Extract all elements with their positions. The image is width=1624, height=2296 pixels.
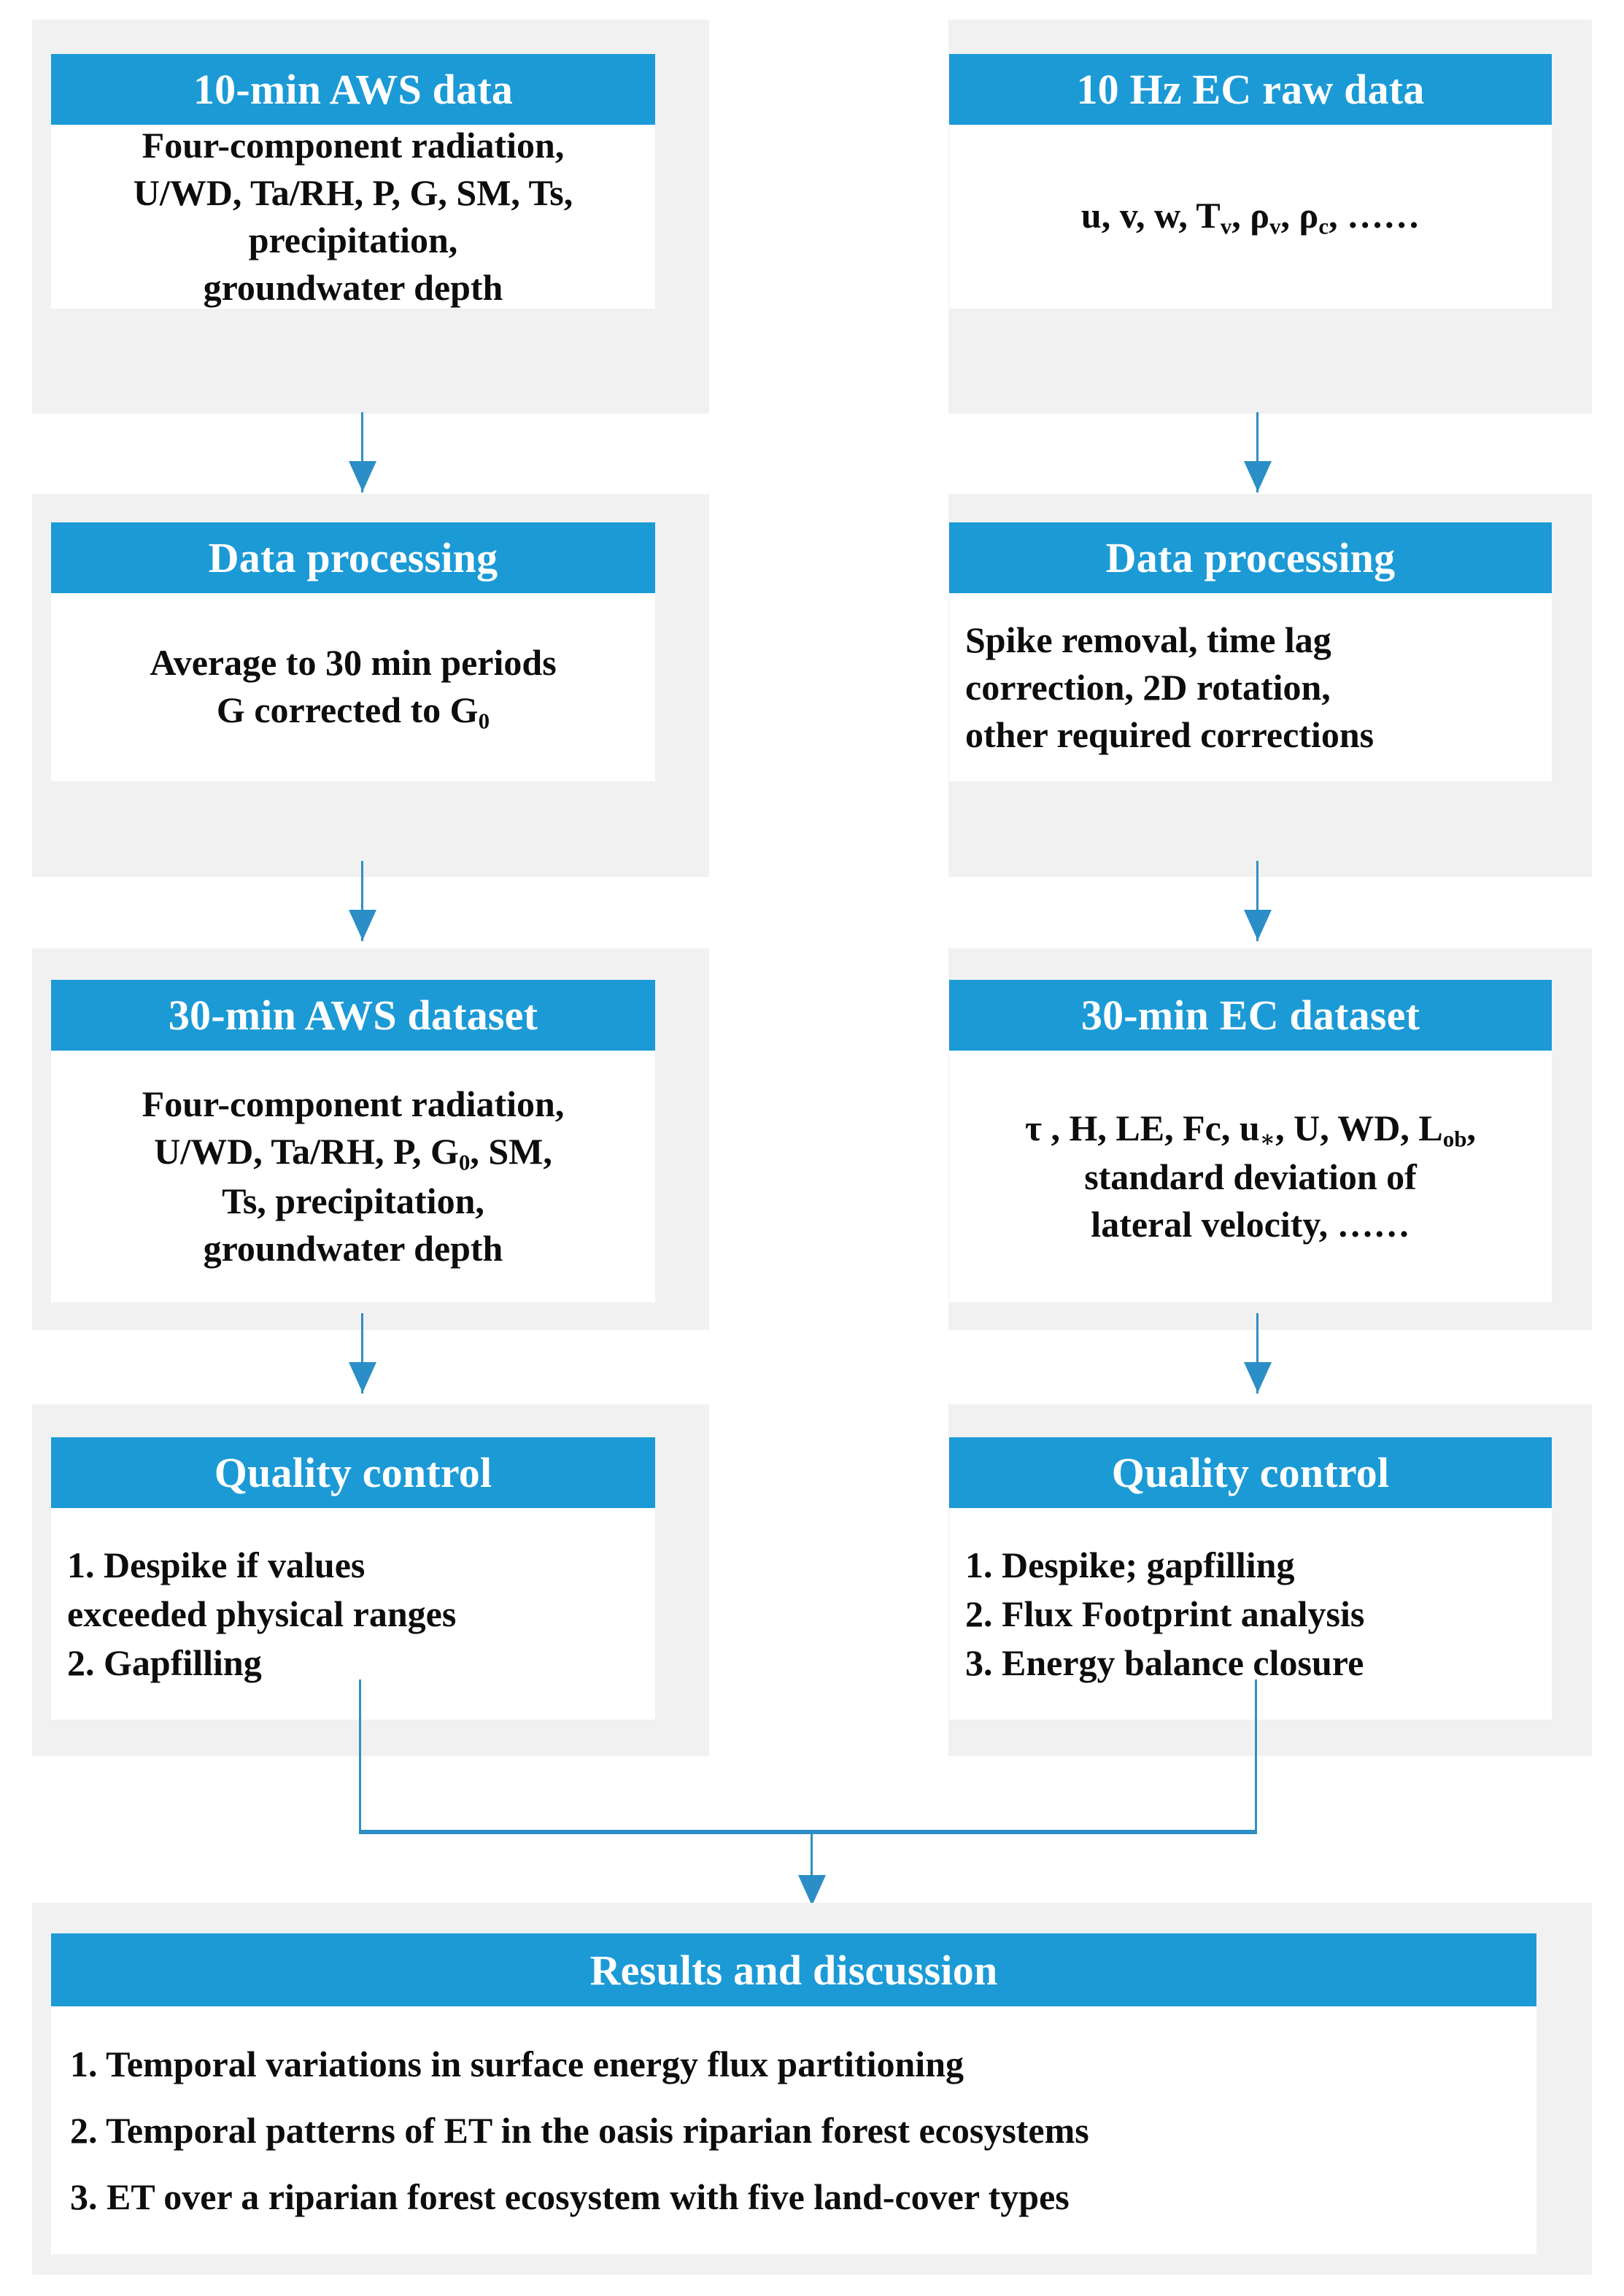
body-line: other required corrections (965, 714, 1374, 755)
arrowhead-icon (349, 1362, 376, 1393)
body-line: u, v, w, Tv, ρv, ρc, …… (1080, 195, 1420, 239)
node-ec-processing-body: Spike removal, time lag correction, 2D r… (949, 593, 1552, 781)
body-line: 1. Temporal variations in surface energy… (70, 2044, 964, 2085)
node-ec-dataset-body: τ , H, LE, Fc, u∗, U, WD, Lob, standard … (949, 1051, 1552, 1302)
arrowhead-icon (349, 910, 376, 940)
connector-ec-dataset-to-qc (1256, 1313, 1258, 1394)
node-aws-qc[interactable]: Quality control 1. Despike if values exc… (51, 1437, 655, 1720)
node-aws-dataset[interactable]: 30-min AWS dataset Four-component radiat… (51, 980, 655, 1302)
node-ec-qc-header: Quality control (949, 1437, 1552, 1508)
node-aws-raw[interactable]: 10-min AWS data Four-component radiation… (51, 54, 655, 309)
body-line: correction, 2D rotation, (965, 666, 1331, 708)
arrowhead-icon (1244, 910, 1272, 940)
body-line: lateral velocity, …… (1091, 1204, 1410, 1245)
arrowhead-icon (349, 461, 376, 492)
body-line: Ts, precipitation, (222, 1180, 484, 1221)
body-line: G corrected to G0 (216, 689, 490, 734)
node-aws-processing-header: Data processing (51, 522, 655, 593)
node-ec-raw-header: 10 Hz EC raw data (949, 54, 1552, 125)
node-ec-raw-body: u, v, w, Tv, ρv, ρc, …… (949, 125, 1552, 309)
body-line: precipitation, (248, 220, 458, 260)
body-line: U/WD, Ta/RH, P, G0, SM, (154, 1131, 552, 1175)
arrowhead-icon (798, 1875, 826, 1906)
body-line: 2. Gapfilling (67, 1642, 262, 1683)
connector-aws-processing-to-dataset (361, 861, 363, 941)
arrowhead-icon (1244, 1362, 1272, 1393)
body-line: Four-component radiation, (142, 1083, 565, 1125)
node-ec-dataset-header: 30-min EC dataset (949, 980, 1552, 1051)
body-line: τ , H, LE, Fc, u∗, U, WD, Lob, (1024, 1107, 1477, 1152)
body-line: 3. Energy balance closure (965, 1642, 1364, 1683)
node-ec-processing[interactable]: Data processing Spike removal, time lag … (949, 522, 1552, 781)
body-line: Four-component radiation, (142, 125, 565, 166)
body-line: 1. Despike if values (67, 1544, 366, 1585)
node-aws-raw-body: Four-component radiation, U/WD, Ta/RH, P… (51, 125, 655, 309)
body-line: 2. Temporal patterns of ET in the oasis … (70, 2109, 1089, 2151)
node-aws-qc-header: Quality control (51, 1437, 655, 1508)
body-line: groundwater depth (203, 267, 503, 308)
body-line: groundwater depth (203, 1227, 503, 1269)
node-ec-processing-header: Data processing (949, 522, 1552, 593)
node-results-header: Results and discussion (51, 1933, 1536, 2006)
connector-ec-raw-to-processing (1256, 412, 1258, 492)
node-ec-qc-body: 1. Despike; gapfilling 2. Flux Footprint… (949, 1508, 1552, 1720)
node-aws-raw-header: 10-min AWS data (51, 54, 655, 125)
connector-aws-dataset-to-qc (361, 1313, 363, 1394)
node-aws-processing[interactable]: Data processing Average to 30 min period… (51, 522, 655, 781)
body-line: exceeded physical ranges (67, 1593, 457, 1634)
node-results[interactable]: Results and discussion 1. Temporal varia… (51, 1933, 1536, 2254)
connector-aws-qc-merge-leg (359, 1680, 361, 1834)
body-line: 1. Despike; gapfilling (965, 1544, 1295, 1585)
connector-merge-bar (359, 1830, 1257, 1834)
node-results-body: 1. Temporal variations in surface energy… (51, 2006, 1536, 2254)
connector-ec-processing-to-dataset (1256, 861, 1258, 941)
node-ec-dataset[interactable]: 30-min EC dataset τ , H, LE, Fc, u∗, U, … (949, 980, 1552, 1302)
body-line: standard deviation of (1084, 1156, 1417, 1198)
body-line: Spike removal, time lag (965, 619, 1331, 660)
body-line: 3. ET over a riparian forest ecosystem w… (70, 2176, 1070, 2217)
body-line: 2. Flux Footprint analysis (965, 1593, 1365, 1634)
connector-merge-to-results (811, 1830, 813, 1909)
arrowhead-icon (1244, 461, 1272, 492)
connector-aws-raw-to-processing (361, 412, 363, 492)
node-aws-dataset-header: 30-min AWS dataset (51, 980, 655, 1051)
node-aws-dataset-body: Four-component radiation, U/WD, Ta/RH, P… (51, 1051, 655, 1302)
node-ec-raw[interactable]: 10 Hz EC raw data u, v, w, Tv, ρv, ρc, …… (949, 54, 1552, 309)
body-line: Average to 30 min periods (150, 641, 557, 683)
node-aws-qc-body: 1. Despike if values exceeded physical r… (51, 1508, 655, 1720)
body-line: U/WD, Ta/RH, P, G, SM, Ts, (133, 172, 573, 213)
node-ec-qc[interactable]: Quality control 1. Despike; gapfilling 2… (949, 1437, 1552, 1720)
connector-ec-qc-merge-leg (1255, 1680, 1257, 1834)
node-aws-processing-body: Average to 30 min periods G corrected to… (51, 593, 655, 781)
